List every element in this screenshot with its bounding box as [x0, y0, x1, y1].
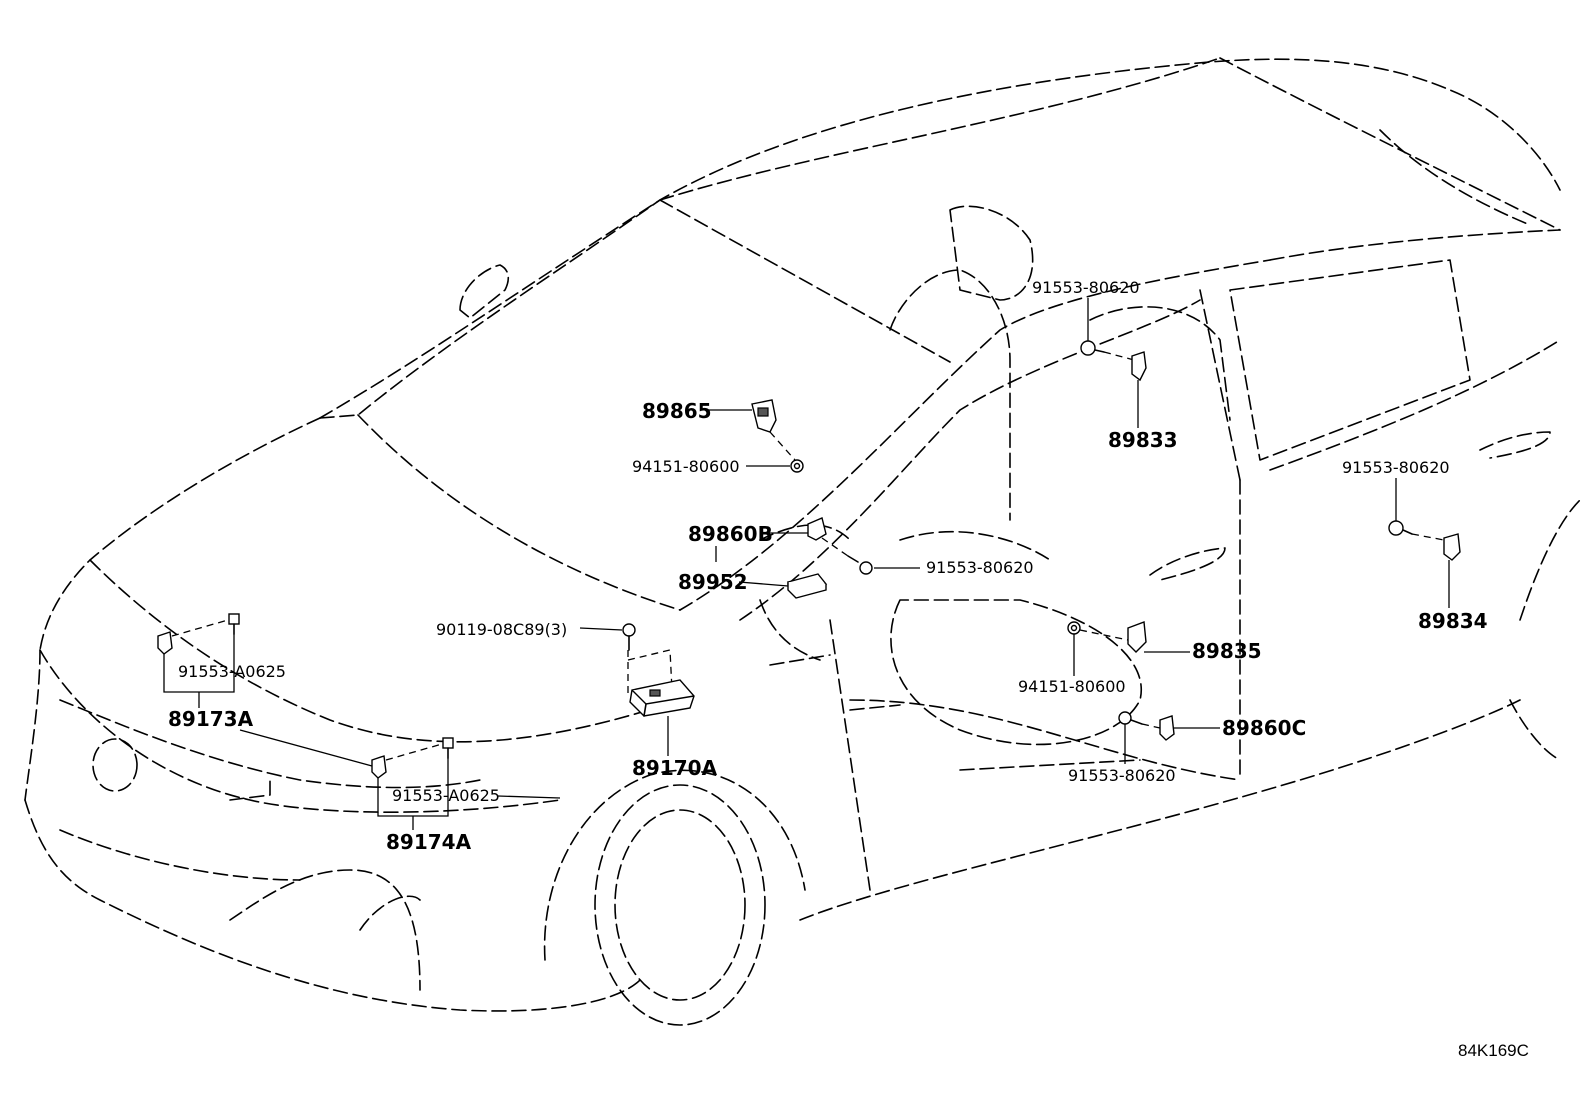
- part-labels: 89865 94151-80600 89860B 89952 90119-08C…: [168, 278, 1488, 854]
- label-89170A: 89170A: [632, 756, 718, 780]
- part-89865-sensor[interactable]: [751, 399, 777, 433]
- label-91553-80620-rear: 91553-80620: [1342, 458, 1450, 477]
- label-89860C: 89860C: [1222, 716, 1306, 740]
- part-89860B-sensor[interactable]: [807, 517, 827, 541]
- label-91553-80620-mid: 91553-80620: [926, 558, 1034, 577]
- vehicle-outline: [24, 57, 1581, 1026]
- leader-lines: [163, 298, 1450, 830]
- bolt-90119[interactable]: [622, 623, 636, 651]
- bolt-91553-mid[interactable]: [847, 555, 873, 575]
- label-94151-80600-lower: 94151-80600: [1018, 677, 1126, 696]
- label-91553-A0625-left: 91553-A0625: [178, 662, 286, 681]
- label-89174A: 89174A: [386, 830, 472, 854]
- bolt-91553-A0625-center[interactable]: [442, 737, 454, 759]
- label-89865: 89865: [642, 399, 712, 423]
- part-89174A-sensor[interactable]: [371, 755, 387, 779]
- bolt-91553-rear[interactable]: [1388, 520, 1413, 536]
- part-89860C-sensor[interactable]: [1159, 715, 1175, 741]
- label-89173A: 89173A: [168, 707, 254, 731]
- part-89952-module[interactable]: [786, 573, 828, 599]
- label-89835: 89835: [1192, 639, 1262, 663]
- bolt-91553-pillar[interactable]: [1080, 340, 1105, 356]
- part-89173A-sensor[interactable]: [157, 631, 173, 655]
- label-89952: 89952: [678, 570, 748, 594]
- part-89835-sensor[interactable]: [1127, 621, 1147, 653]
- label-89833: 89833: [1108, 428, 1178, 452]
- bolt-91553-A0625-left[interactable]: [228, 613, 240, 635]
- label-91553-A0625-center: 91553-A0625: [392, 786, 500, 805]
- label-94151-80600-top: 94151-80600: [632, 457, 740, 476]
- part-89833-sensor[interactable]: [1131, 351, 1147, 382]
- bolt-91553-lower[interactable]: [1118, 711, 1143, 725]
- diagram-reference-code: 84K169C: [1458, 1041, 1529, 1060]
- label-89860B: 89860B: [688, 522, 773, 546]
- part-89170A-ecu[interactable]: [629, 679, 695, 717]
- nut-94151-lower[interactable]: [1067, 621, 1081, 635]
- part-89834-sensor[interactable]: [1443, 533, 1461, 561]
- label-90119-08C89: 90119-08C89(3): [436, 620, 567, 639]
- label-91553-80620-pillar: 91553-80620: [1032, 278, 1140, 297]
- nut-94151-top[interactable]: [790, 459, 804, 473]
- label-91553-80620-lower: 91553-80620: [1068, 766, 1176, 785]
- label-89834: 89834: [1418, 609, 1488, 633]
